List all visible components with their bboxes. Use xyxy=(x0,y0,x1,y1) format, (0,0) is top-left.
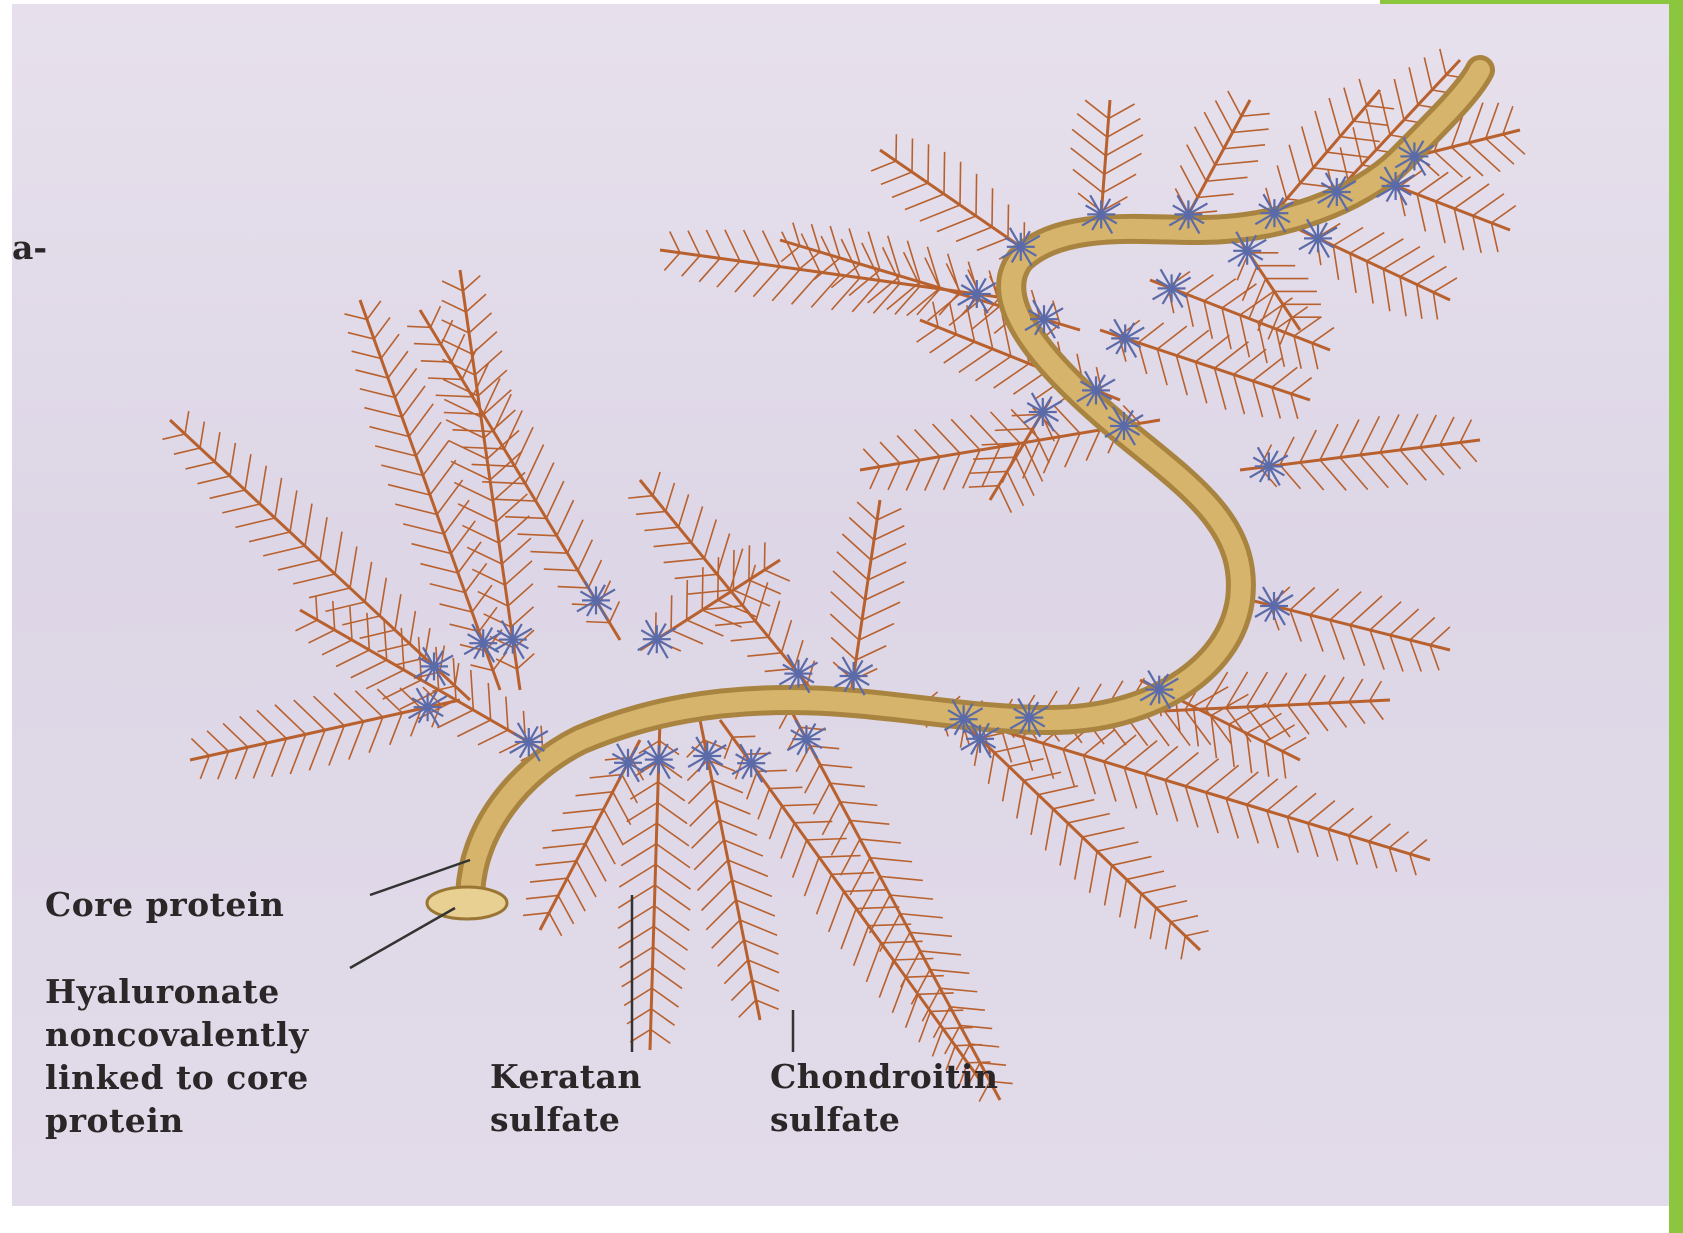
label-keratan-sulfate: Keratan sulfate xyxy=(490,1055,642,1141)
label-core-protein: Core protein xyxy=(45,883,284,926)
chondroitin-branch xyxy=(720,720,991,1084)
chondroitin-branch xyxy=(687,720,779,1020)
keratan-sulfate-tuft xyxy=(638,620,676,658)
keratan-sulfate-tuft xyxy=(1255,587,1293,625)
chondroitin-branch xyxy=(660,230,1020,315)
chondroitin-branch xyxy=(950,710,1209,959)
keratan-sulfate-tuft xyxy=(1250,447,1288,485)
chondroitin-branch xyxy=(162,411,470,700)
label-chondroitin-sulfate: Chondroitin sulfate xyxy=(770,1055,999,1141)
chondroitin-branch xyxy=(407,306,620,640)
chondroitin-branch xyxy=(628,472,820,700)
core-protein-strand xyxy=(427,70,1480,919)
keratan-sulfate-tuft xyxy=(1106,319,1144,357)
chondroitin-branch xyxy=(1250,587,1450,672)
hyaluronate-leader xyxy=(350,908,455,968)
keratan-sulfate-tuft xyxy=(688,737,726,775)
chondroitin-branch xyxy=(969,400,1054,513)
chondroitin-branch xyxy=(871,134,1040,260)
keratan-sulfate-tuft xyxy=(494,621,532,659)
keratan-sulfate-tuft xyxy=(409,688,447,726)
chondroitin-branch xyxy=(190,687,460,779)
keratan-sulfate-tuft xyxy=(787,720,825,758)
label-leaders xyxy=(350,860,793,1052)
keratan-sulfate-tuft xyxy=(640,741,678,779)
keratan-sulfate-tuft xyxy=(1024,393,1062,431)
cropped-text-fragment: a- xyxy=(12,228,47,267)
label-hyaluronate: Hyaluronate noncovalently linked to core… xyxy=(45,970,309,1142)
keratan-sulfate-tuft xyxy=(732,744,770,782)
core-protein-end xyxy=(427,887,507,919)
